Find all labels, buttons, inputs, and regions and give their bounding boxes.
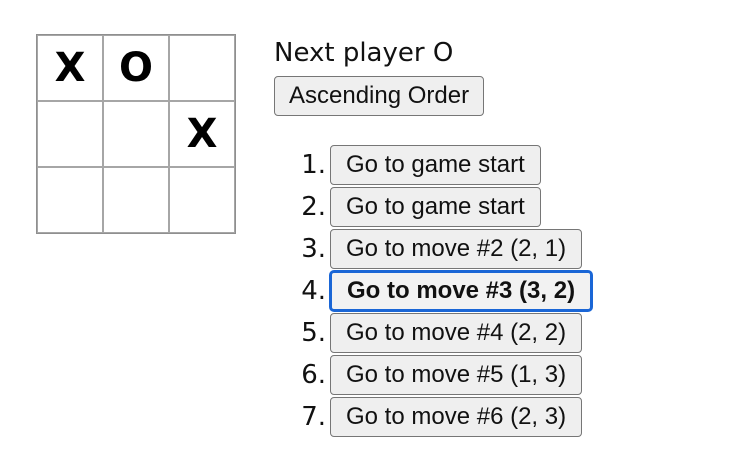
game-board: X O X [36, 34, 236, 234]
jump-to-move-button[interactable]: Go to move #2 (2, 1) [330, 229, 583, 269]
move-list-item: 1. Go to game start [296, 144, 592, 186]
square-r2-c1[interactable] [37, 101, 103, 167]
sort-order-button[interactable]: Ascending Order [274, 76, 485, 116]
move-number: 6. [301, 360, 326, 390]
move-list-item: 3. Go to move #2 (2, 1) [296, 228, 592, 270]
jump-to-move-button[interactable]: Go to game start [330, 145, 541, 185]
move-list-item: 5. Go to move #4 (2, 2) [296, 312, 592, 354]
square-r1-c2[interactable]: O [103, 35, 169, 101]
jump-to-move-button[interactable]: Go to move #4 (2, 2) [330, 313, 583, 353]
move-number: 5. [301, 318, 326, 348]
jump-to-move-button[interactable]: Go to move #6 (2, 3) [330, 397, 583, 437]
move-number: 3. [301, 234, 326, 264]
move-number: 1. [301, 150, 326, 180]
status-text: Next player O [274, 38, 454, 68]
move-list-item: 4. Go to move #3 (3, 2) [296, 270, 593, 312]
game-info: Next player O Ascending Order [274, 36, 485, 116]
move-list-item: 2. Go to game start [296, 186, 592, 228]
square-r1-c1[interactable]: X [37, 35, 103, 101]
jump-to-move-button[interactable]: Go to move #3 (3, 2) [330, 271, 593, 311]
move-number: 2. [301, 192, 326, 222]
move-number: 4. [301, 276, 326, 306]
move-number: 7. [301, 402, 326, 432]
move-list-item: 6. Go to move #5 (1, 3) [296, 354, 592, 396]
square-r2-c2[interactable] [103, 101, 169, 167]
jump-to-move-button[interactable]: Go to move #5 (1, 3) [330, 355, 583, 395]
jump-to-move-button[interactable]: Go to game start [330, 187, 541, 227]
square-r3-c3[interactable] [169, 167, 235, 233]
move-list-item: 7. Go to move #6 (2, 3) [296, 396, 592, 438]
square-r1-c3[interactable] [169, 35, 235, 101]
square-r2-c3[interactable]: X [169, 101, 235, 167]
move-history-list: 1. Go to game start 2. Go to game start … [296, 144, 593, 438]
square-r3-c2[interactable] [103, 167, 169, 233]
square-r3-c1[interactable] [37, 167, 103, 233]
